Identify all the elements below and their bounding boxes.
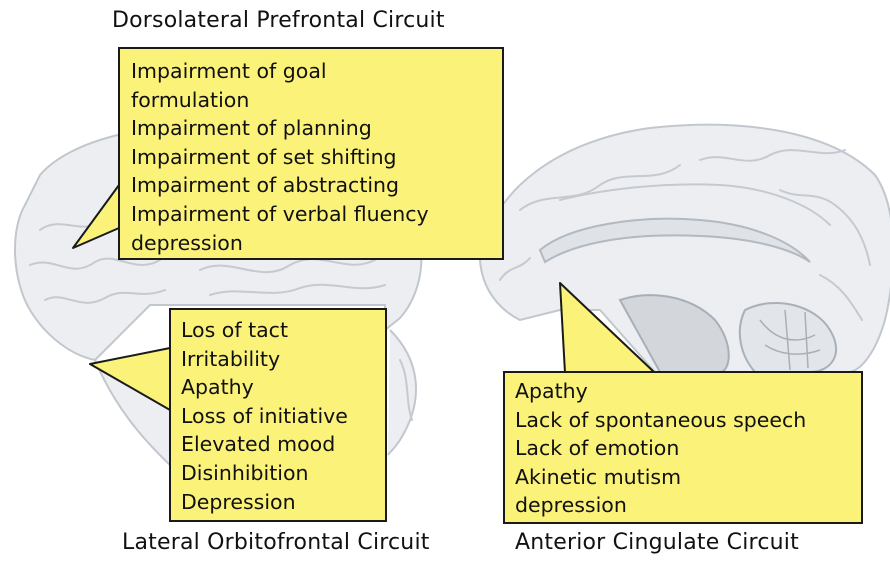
symptom-line: Impairment of set shifting bbox=[131, 143, 502, 172]
symptom-line: Los of tact bbox=[181, 316, 385, 345]
symptom-line: depression bbox=[131, 229, 502, 258]
symptom-line: Disinhibition bbox=[181, 459, 385, 488]
symptom-line: Lack of spontaneous speech bbox=[515, 406, 861, 435]
symptom-line: depression bbox=[515, 491, 861, 520]
symptom-line: Apathy bbox=[181, 373, 385, 402]
symptom-line: Impairment of abstracting bbox=[131, 171, 502, 200]
symptom-line: Loss of initiative bbox=[181, 402, 385, 431]
symptom-line: Depression bbox=[181, 488, 385, 517]
symptom-line: Apathy bbox=[515, 377, 861, 406]
orbitofrontal-symptom-box: Los of tact Irritability Apathy Loss of … bbox=[169, 308, 387, 522]
symptom-line: Lack of emotion bbox=[515, 434, 861, 463]
symptom-line: Impairment of planning bbox=[131, 114, 502, 143]
symptom-line: formulation bbox=[131, 86, 502, 115]
orbitofrontal-circuit-title: Lateral Orbitofrontal Circuit bbox=[122, 530, 430, 555]
cingulate-symptom-box: Apathy Lack of spontaneous speech Lack o… bbox=[503, 371, 863, 524]
cingulate-circuit-title: Anterior Cingulate Circuit bbox=[515, 530, 799, 555]
dorsolateral-symptom-box: Impairment of goal formulation Impairmen… bbox=[118, 47, 504, 260]
symptom-line: Impairment of goal bbox=[131, 57, 502, 86]
symptom-line: Impairment of verbal fluency bbox=[131, 200, 502, 229]
symptom-line: Irritability bbox=[181, 345, 385, 374]
dorsolateral-circuit-title: Dorsolateral Prefrontal Circuit bbox=[112, 8, 445, 33]
medial-brain-illustration bbox=[480, 125, 890, 372]
symptom-line: Elevated mood bbox=[181, 430, 385, 459]
symptom-line: Akinetic mutism bbox=[515, 463, 861, 492]
